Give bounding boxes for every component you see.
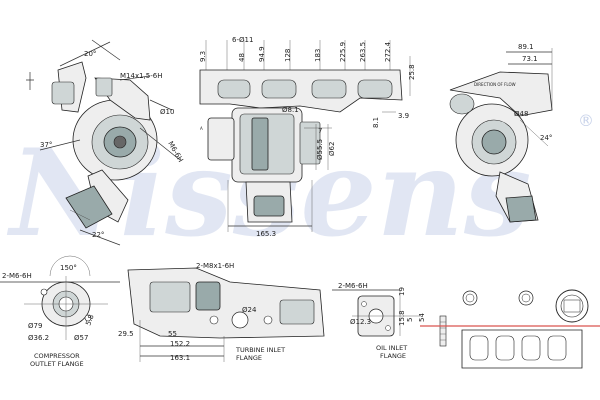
dia-62: Ø62 xyxy=(328,142,336,156)
oi-caption-2: FLANGE xyxy=(380,352,406,360)
dim-89-1: 89.1 xyxy=(518,43,534,51)
dia-48: Ø48 xyxy=(514,110,528,118)
angle-top-label: 20° xyxy=(84,50,96,58)
dim-7: 7 xyxy=(318,127,322,135)
oi-caption-1: OIL INLET xyxy=(376,344,407,352)
dia-8-1: Ø8.1 xyxy=(282,106,299,114)
oi-dim-54: 54 xyxy=(418,313,426,322)
dim-top-7: 263.5 xyxy=(359,42,367,62)
oi-dim-5: 5 xyxy=(406,318,414,322)
dim-top-6: 225.9 xyxy=(339,42,347,62)
dim-73-1: 73.1 xyxy=(522,55,538,63)
ti-caption-1: TURBINE INLET xyxy=(235,346,285,354)
turbine-inlet-flange: 2-M8x1-6H Ø24 29.5 55 152.2 163.1 TURBIN… xyxy=(118,262,325,362)
manifold-view: 6-Ø11 9.3 48 94.9 128 183 225.9 263.5 27… xyxy=(199,36,416,238)
oi-dim-15-8: 15.8 xyxy=(398,310,406,326)
width-165-3: 165.3 xyxy=(256,230,276,238)
dim-top-3: 94.9 xyxy=(258,46,266,62)
co-dia-57: Ø57 xyxy=(74,334,88,342)
ti-dim-55: 55 xyxy=(168,330,177,338)
registered-mark: ® xyxy=(578,111,594,130)
ti-dia-24: Ø24 xyxy=(242,306,257,314)
dim-3-9: 3.9 xyxy=(398,112,409,120)
ti-dim-152-2: 152.2 xyxy=(170,340,190,348)
thread-top-label: M14x1,5-6H xyxy=(120,72,162,80)
co-thread-label: 2-M6-6H xyxy=(2,272,32,280)
ti-caption-2: FLANGE xyxy=(236,354,262,362)
holes-label: 6-Ø11 xyxy=(232,36,253,44)
ti-dim-163-1: 163.1 xyxy=(170,354,190,362)
compressor-outlet-flange: 2-M6-6H 150° Ø79 Ø36.2 Ø57 5.8 COMPRESSO… xyxy=(0,255,120,368)
angle-left-label: 37° xyxy=(40,141,52,149)
flow-note: DIRECTION OF FLOW xyxy=(474,82,516,87)
ti-dim-29-5: 29.5 xyxy=(118,330,134,338)
small-a-label: A xyxy=(200,126,203,131)
co-caption-2: OUTLET FLANGE xyxy=(30,360,84,368)
upper-left-view: 20° 37° 22° M14x1,5-6H Ø10 M6-6H xyxy=(26,39,185,246)
angle-24: 24° xyxy=(540,134,552,142)
co-caption-1: COMPRESSOR xyxy=(34,352,80,360)
co-dia-79: Ø79 xyxy=(28,322,42,330)
co-angle-label: 150° xyxy=(60,264,77,272)
right-view: 89.1 73.1 Ø48 24° DIRECTION OF FLOW xyxy=(449,43,553,223)
oil-inlet-flange: 2-M6-6H 19 15.8 5 Ø12.3 54 OIL INLET FLA… xyxy=(332,282,426,360)
dim-top-4: 128 xyxy=(284,49,292,62)
oi-dim-19: 19 xyxy=(398,287,406,296)
dim-top-5: 183 xyxy=(314,49,322,62)
gaskets-parts xyxy=(420,289,600,369)
ti-thread-label: 2-M8x1-6H xyxy=(196,262,234,270)
dim-8-1: 8.1 xyxy=(372,117,380,128)
oi-dia-12-3: Ø12.3 xyxy=(350,318,371,326)
dia-55-5: Ø55.5 xyxy=(316,139,324,160)
oi-thread-label: 2-M6-6H xyxy=(338,282,368,290)
co-dia-36-2: Ø36.2 xyxy=(28,334,49,342)
dim-top-2: 48 xyxy=(238,53,246,62)
angle-bottom-label: 22° xyxy=(92,231,104,239)
dim-right-top: 25.8 xyxy=(408,64,416,80)
hole-dia-label: Ø10 xyxy=(160,108,174,116)
dim-top-8: 272.4 xyxy=(384,41,392,62)
dim-top-1: 9.3 xyxy=(199,51,207,62)
co-dim-5-8: 5.8 xyxy=(84,313,95,326)
